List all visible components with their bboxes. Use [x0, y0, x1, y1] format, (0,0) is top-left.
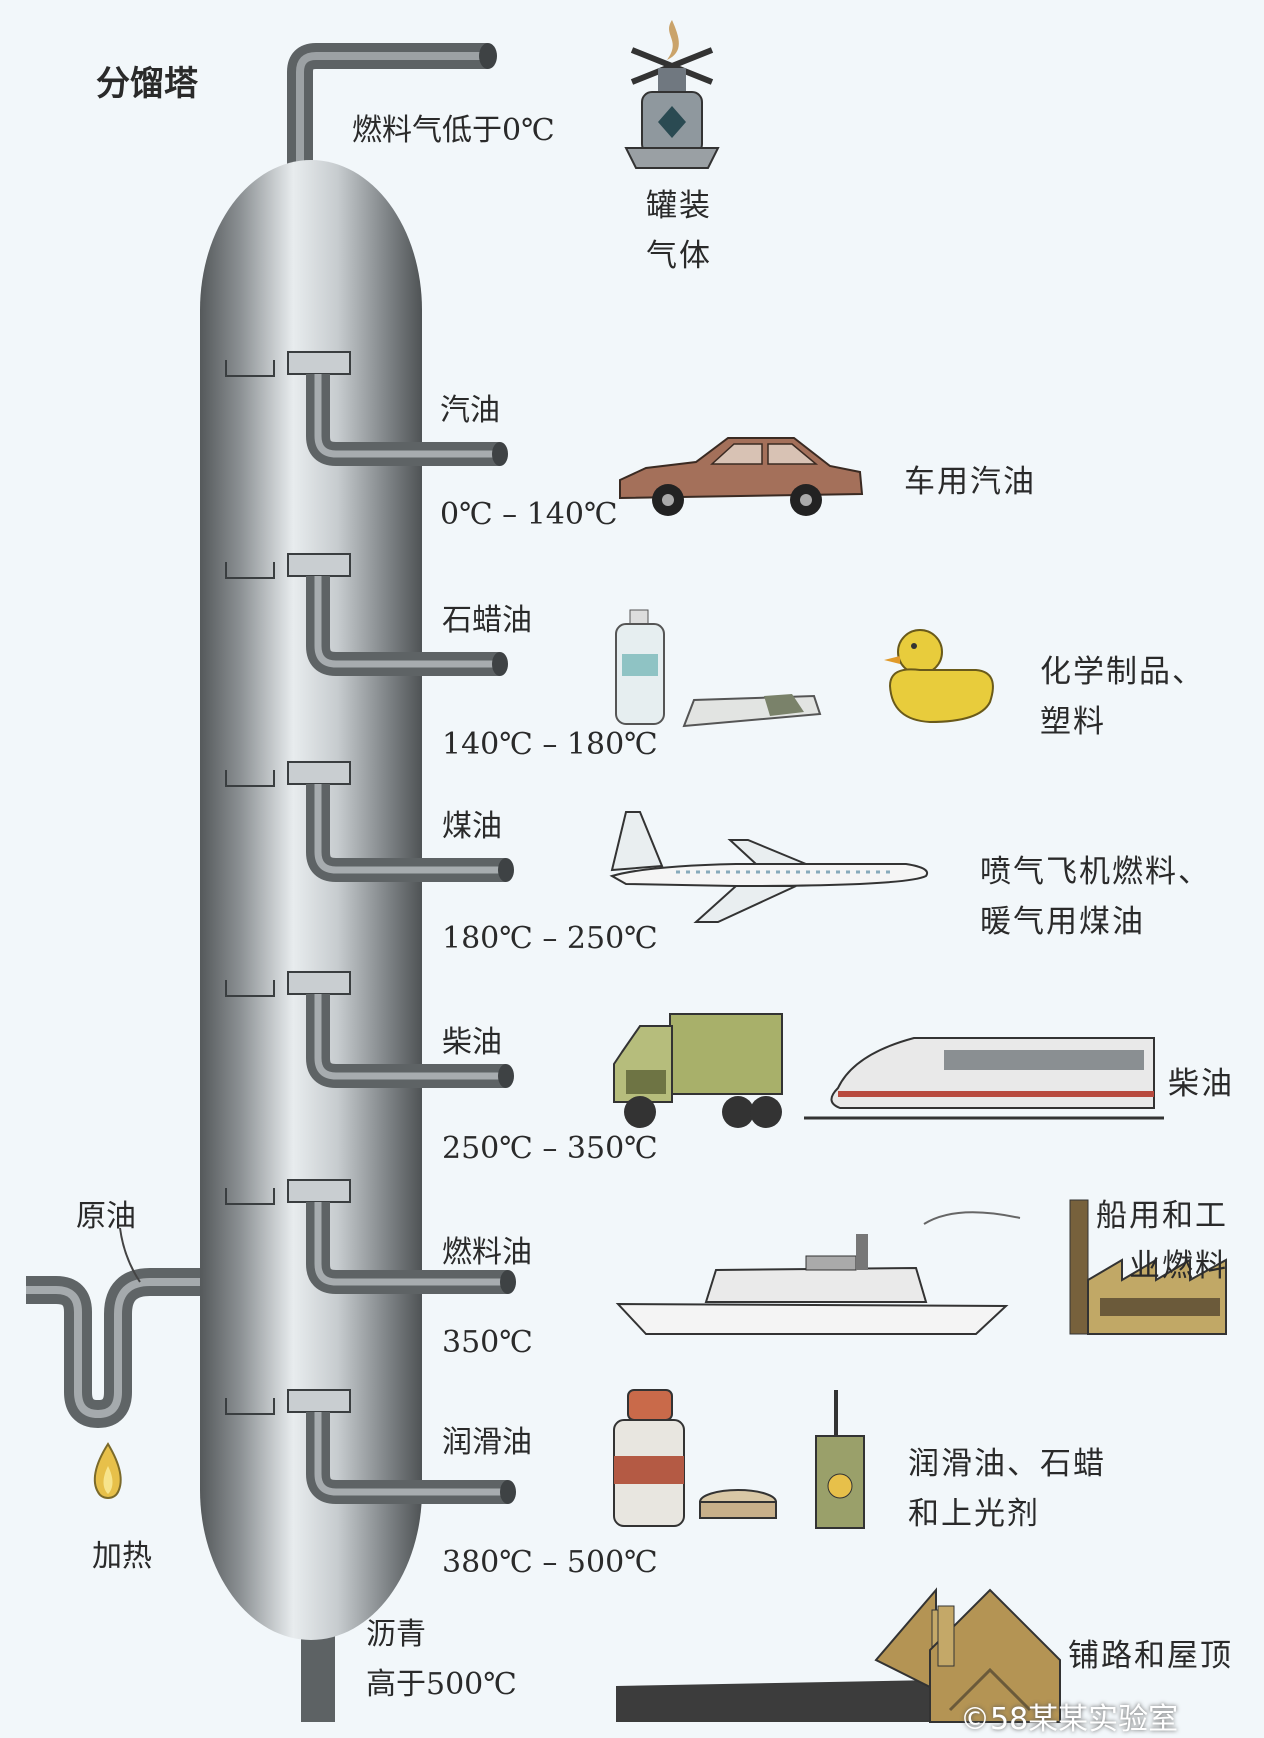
fraction-temp-gasoline: 0℃ – 140℃: [440, 497, 618, 532]
tray-bracket: [225, 770, 275, 787]
tray-cup: [287, 1389, 351, 1413]
fraction-temp-fuel-oil: 350℃: [442, 1325, 533, 1360]
outlet-pipe-highlight: [314, 374, 500, 458]
lubricating-use-label: 润滑油、石蜡 和上光剂: [908, 1446, 1106, 1532]
outlet-pipe-end: [498, 1064, 514, 1088]
heating-label: 加热: [92, 1539, 152, 1574]
bottle-and-tube-icon: [615, 609, 822, 728]
kerosene-use-label: 喷气飞机燃料、 暖气用煤油: [980, 854, 1211, 940]
tray-bracket: [225, 1188, 275, 1205]
dump-truck-icon: [613, 1013, 783, 1128]
tray-bracket: [225, 980, 275, 997]
house-roof-icon: [929, 1588, 1061, 1723]
fraction-name-asphalt: 沥青: [366, 1617, 426, 1652]
fraction-name-paraffin-oil: 石蜡油: [442, 603, 532, 638]
tray-cup: [287, 351, 351, 375]
diesel-use-label: 柴油: [1168, 1066, 1234, 1102]
fraction-name-gasoline: 汽油: [440, 393, 500, 428]
page-title: 分馏塔: [96, 64, 198, 104]
tray-bracket: [225, 1398, 275, 1415]
paraffin-use-label: 化学制品、 塑料: [1040, 654, 1205, 740]
outlet-pipe-highlight: [314, 576, 500, 668]
fraction-name-lubricating-oil: 润滑油: [442, 1425, 532, 1460]
crude-oil-label: 原油: [76, 1199, 136, 1234]
fraction-name-kerosene: 煤油: [442, 809, 502, 844]
tray-bracket: [225, 562, 275, 579]
outlet-pipe-end: [492, 442, 508, 466]
fraction-temp-paraffin-oil: 140℃ – 180℃: [442, 727, 658, 762]
crude-oil-pointer-line: [119, 1227, 141, 1283]
fraction-temp-asphalt: 高于500℃: [366, 1667, 517, 1702]
fuel-gas-label: 燃料气低于0℃: [352, 113, 555, 148]
airplane-icon: [609, 811, 928, 923]
fraction-temp-diesel: 250℃ – 350℃: [442, 1131, 658, 1166]
factory-icon: [1069, 1199, 1227, 1335]
outlet-pipe-end: [492, 652, 508, 676]
road-and-roof-icon: [616, 1587, 977, 1722]
gasoline-use-label: 车用汽油: [904, 464, 1036, 500]
rubber-duck-icon: [884, 629, 994, 724]
tray-bracket: [225, 360, 275, 377]
train-icon: [804, 1037, 1164, 1120]
outlet-pipe-end: [500, 1480, 516, 1504]
fraction-name-diesel: 柴油: [442, 1025, 502, 1060]
tray-cup: [287, 553, 351, 577]
ship-icon: [615, 1211, 1021, 1335]
outlet-pipe-highlight: [314, 1202, 508, 1286]
tray-cup: [287, 761, 351, 785]
flame-icon: [93, 1442, 122, 1499]
fraction-name-fuel-oil: 燃料油: [442, 1235, 532, 1270]
outlet-pipe-highlight: [314, 1412, 508, 1496]
gas-use-label: 罐装 气体: [646, 188, 712, 274]
gas-canister-icon: [624, 20, 720, 169]
outlet-pipe-end: [498, 858, 514, 882]
fraction-temp-lubricating-oil: 380℃ – 500℃: [442, 1545, 658, 1580]
outlet-pipe-highlight: [314, 784, 506, 874]
asphalt-use-label: 铺路和屋顶: [1068, 1638, 1233, 1674]
tray-cup: [287, 1179, 351, 1203]
fuel-oil-use-label: 船用和工 业燃料: [1096, 1198, 1228, 1284]
jars-and-can-icon: [613, 1389, 865, 1529]
watermark: ©58某某实验室: [960, 1702, 1179, 1737]
tray-cup: [287, 971, 351, 995]
outlet-pipe-highlight: [314, 994, 506, 1080]
outlet-pipe-end: [500, 1270, 516, 1294]
fraction-temp-kerosene: 180℃ – 250℃: [442, 921, 658, 956]
car-icon: [619, 437, 864, 516]
